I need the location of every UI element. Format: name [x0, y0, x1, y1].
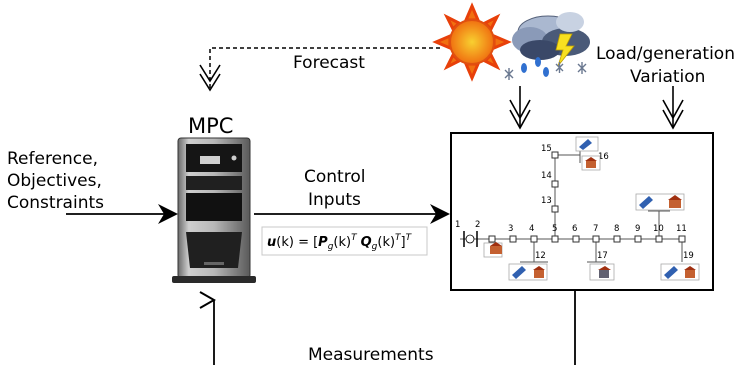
pv-house-icon-bus18 [635, 193, 685, 211]
bus-15-label: 15 [541, 144, 552, 154]
bus-5-label: 5 [552, 224, 557, 234]
formula-q: Q [361, 235, 372, 250]
formula-g2: g [372, 242, 378, 252]
objectives-label: Objectives, [7, 171, 102, 191]
bus-14-label: 14 [541, 171, 552, 181]
bus-19-label: 19 [683, 251, 694, 261]
bus-6-label: 6 [572, 224, 577, 234]
bus-9-label: 9 [635, 224, 640, 234]
formula-close: ] [401, 235, 406, 250]
forecast-connector [199, 47, 440, 92]
bus-3-label: 3 [508, 224, 513, 234]
weather-icon [432, 2, 590, 82]
bus-13-label: 13 [541, 196, 552, 206]
distribution-network: 1 2 3 4 5 6 7 8 9 10 11 12 13 14 15 16 1… [455, 136, 700, 281]
bus-17-label: 17 [597, 251, 608, 261]
bus-7-label: 7 [593, 224, 598, 234]
reference-label: Reference, [7, 149, 98, 169]
formula-t1: T [351, 233, 358, 243]
bus-4-label: 4 [529, 224, 534, 234]
formula-u: u [267, 235, 276, 250]
bus-10-label: 10 [653, 224, 664, 234]
house-icon-bus2 [483, 242, 503, 258]
control-label-line2: Inputs [308, 190, 361, 210]
pv-house-icon-bus19 [660, 263, 700, 281]
formula-k2: (k) [377, 235, 395, 250]
svg-text:u(k) = [Pg(k)TQg(k)T]T: u(k) = [Pg(k)TQg(k)T]T [267, 233, 413, 252]
computer-tower-icon [172, 137, 256, 283]
measurements-label: Measurements [308, 345, 434, 365]
bus-1-label: 1 [455, 220, 460, 230]
variation-to-grid-arrow [662, 86, 684, 130]
formula-t3: T [406, 233, 413, 243]
formula-p: P [318, 235, 328, 250]
pv-house-icon-bus17 [589, 263, 615, 281]
bus-11-label: 11 [676, 224, 687, 234]
formula-k1: (k) [333, 235, 351, 250]
bus-12-label: 12 [535, 251, 546, 261]
bus-8-label: 8 [614, 224, 619, 234]
pv-house-icon-bus12 [508, 263, 548, 281]
bus-16-label: 16 [598, 152, 609, 162]
formula-g1: g [328, 242, 334, 252]
constraints-label: Constraints [7, 193, 104, 213]
formula-t2: T [395, 233, 402, 243]
bus-2-label: 2 [475, 220, 480, 230]
formula-k: (k) = [ [276, 235, 318, 250]
weather-to-grid-arrow [509, 86, 531, 130]
load-gen-label-line2: Variation [630, 67, 705, 87]
forecast-label: Forecast [293, 53, 365, 73]
load-gen-label-line1: Load/generation [596, 44, 735, 64]
control-label-line1: Control [304, 167, 365, 187]
pv-house-icon-bus16 [575, 136, 601, 171]
mpc-label: MPC [188, 114, 233, 138]
